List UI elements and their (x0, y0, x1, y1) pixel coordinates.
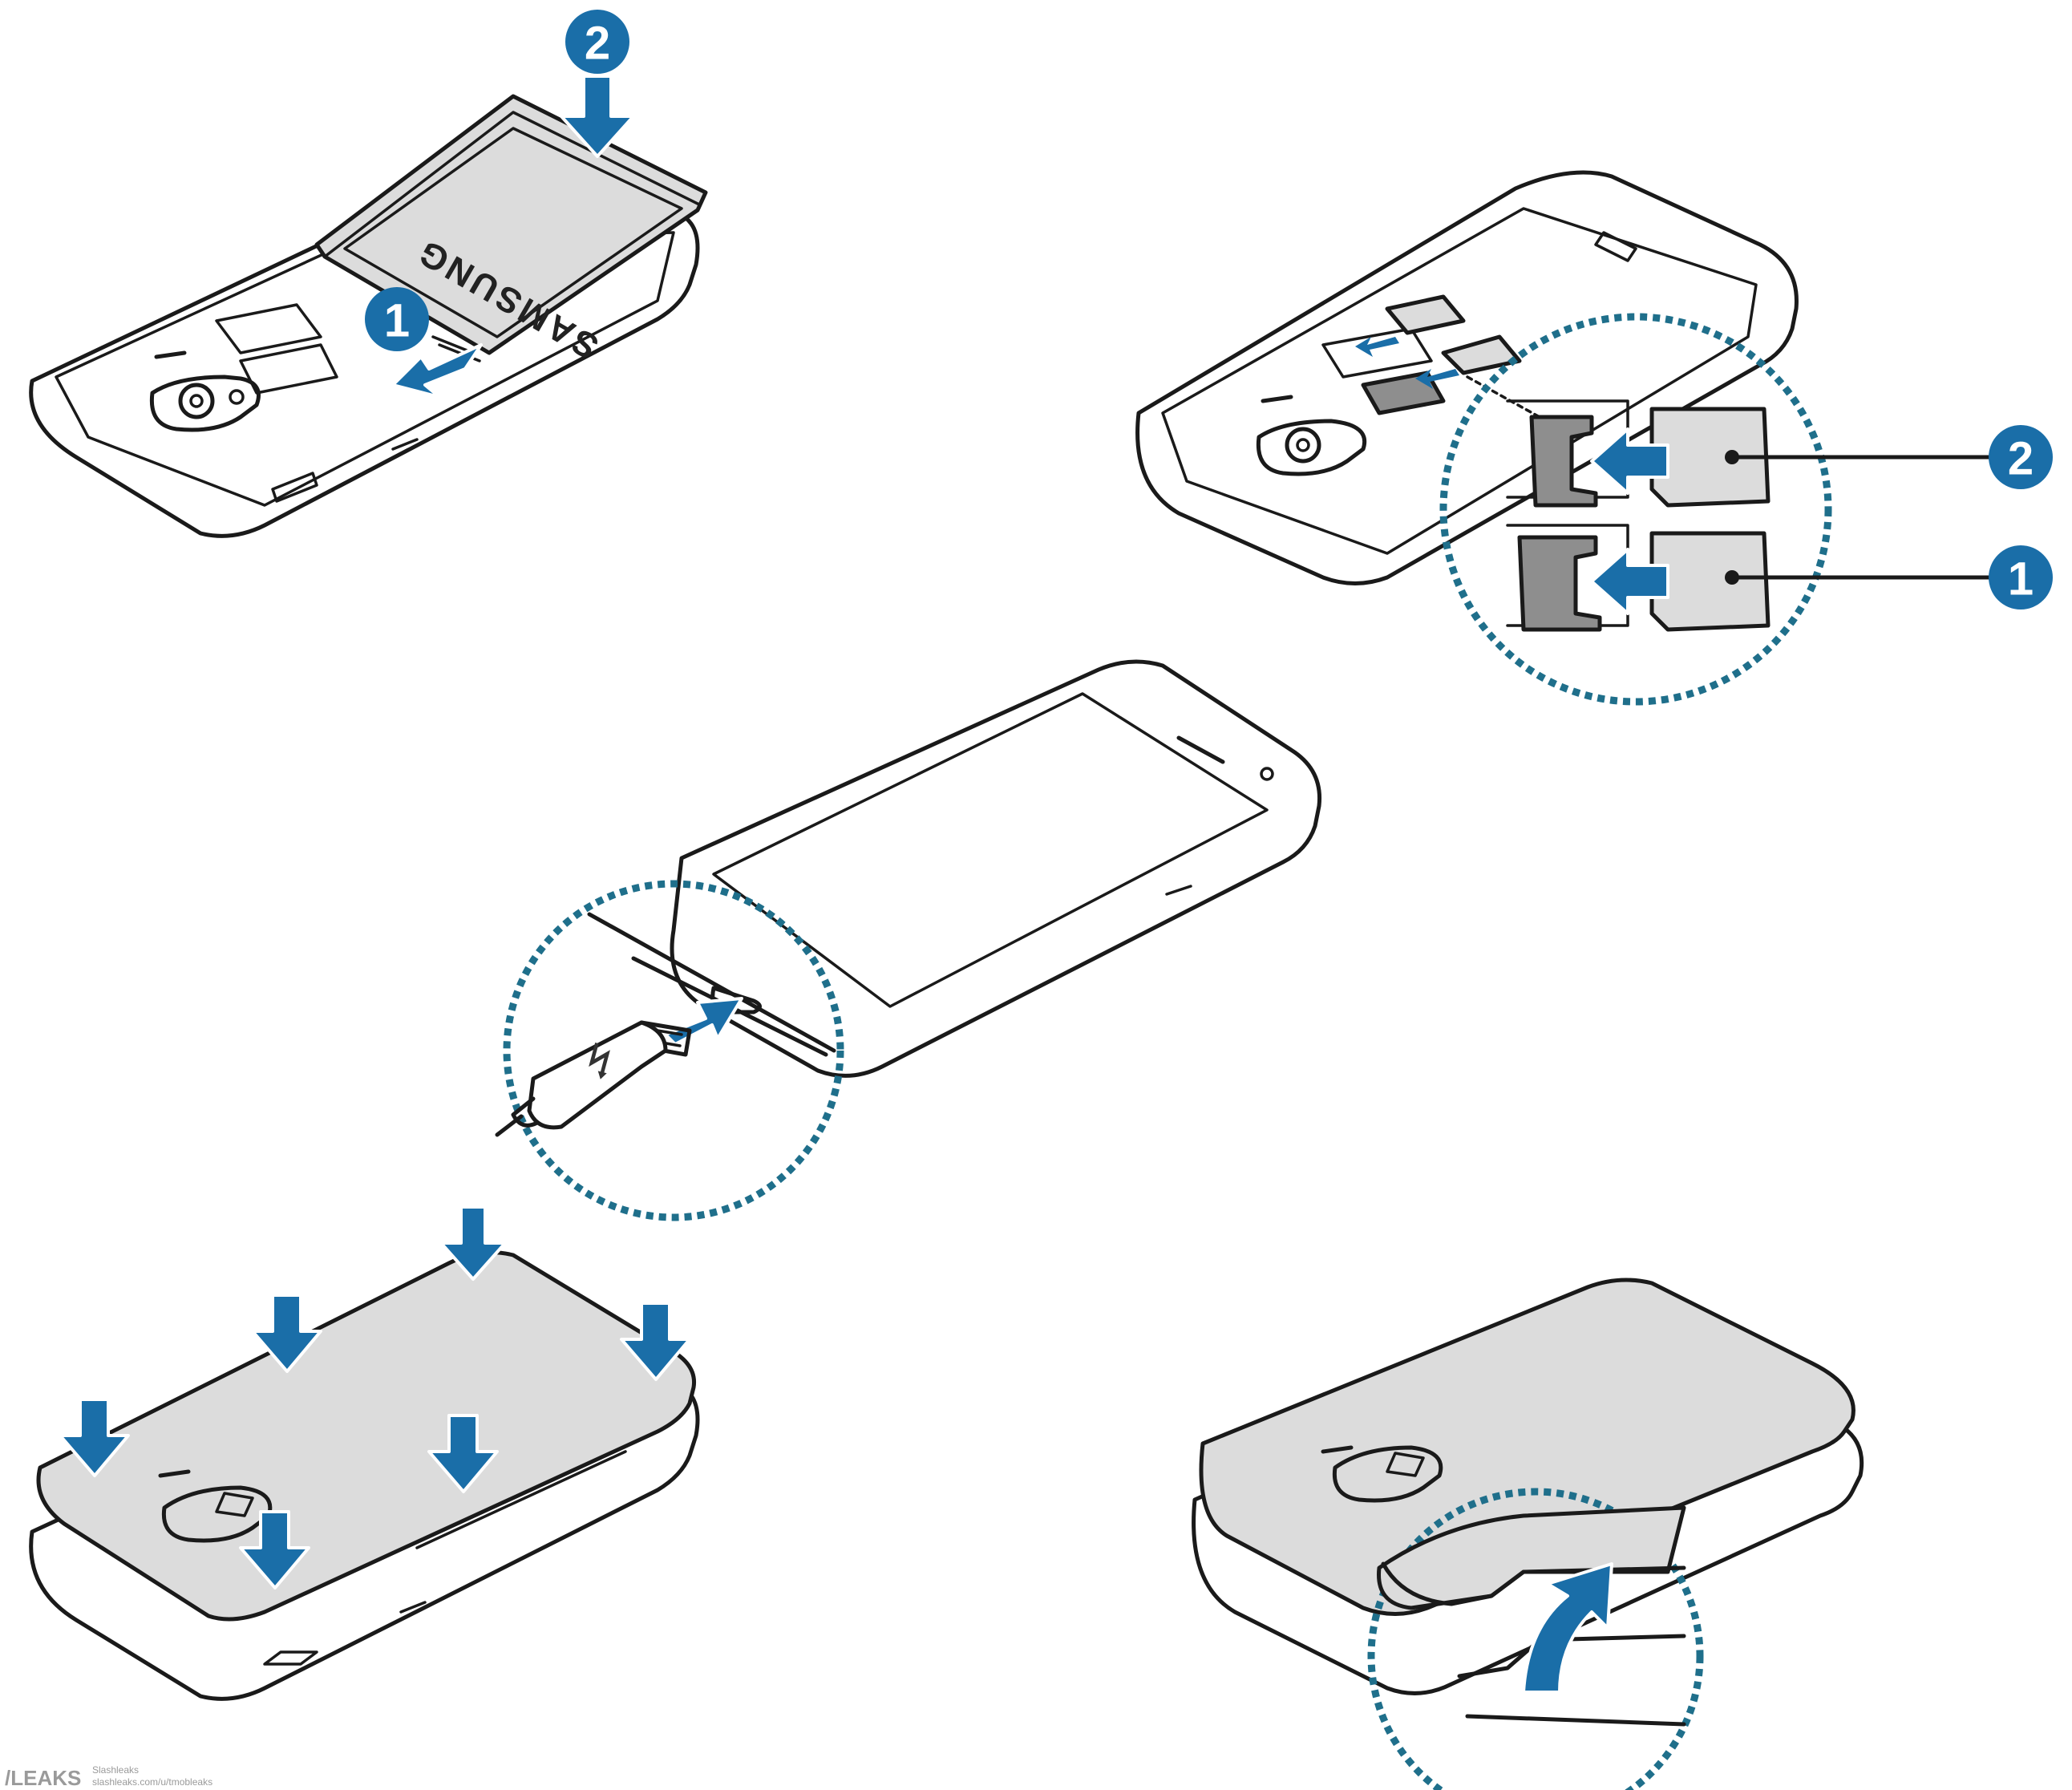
press-arrow-3 (620, 1302, 691, 1381)
lift-arrow (1522, 1562, 1613, 1694)
cover-remove-panel (1192, 1278, 1864, 1790)
watermark-line2: slashleaks.com/u/tmobleaks (92, 1776, 212, 1788)
sim-badge-2-label: 2 (2008, 433, 2034, 485)
arrow-down-2 (560, 75, 635, 158)
back-cover-lifted (1199, 1278, 1855, 1616)
usb-connector: ⭍ (495, 1020, 692, 1137)
step-badge-1 (365, 287, 429, 351)
camera-module (149, 375, 261, 432)
battery-insertion-panel: SAMSUNG 2 1 (29, 10, 708, 538)
phone-front (670, 659, 1322, 1078)
front-camera (1260, 767, 1274, 781)
arrow-slide-1 (391, 343, 483, 399)
sim-badge-2 (1989, 425, 2053, 489)
camera-module-sim (1256, 419, 1366, 476)
step-badge-2-label: 2 (585, 18, 610, 70)
phone-screen (712, 692, 1269, 1008)
press-arrow-1 (439, 1205, 507, 1281)
charging-panel: ⭍ (495, 659, 1322, 1221)
press-arrow-2 (251, 1294, 322, 1373)
press-arrow-5 (427, 1414, 499, 1493)
cover-camera-cutout-remove (1332, 1445, 1443, 1503)
sim-insertion-panel: 2 1 (1135, 170, 2053, 706)
sim-zoom-callout (1439, 313, 1832, 706)
sim-card-1 (1649, 531, 1771, 632)
watermark-line1: Slashleaks (92, 1764, 139, 1776)
phone-earpiece (1176, 735, 1225, 764)
sim-badge-1-label: 1 (2008, 553, 2034, 605)
step-badge-1-label: 1 (384, 295, 410, 347)
sim-badge-1 (1989, 545, 2053, 609)
charge-arrow (664, 997, 743, 1046)
back-cover (36, 1250, 697, 1622)
watermark-brand: /LEAKS (5, 1766, 81, 1790)
usb-port (710, 986, 762, 1014)
sim-arrow-2 (1590, 427, 1669, 495)
lift-zoom-callout (1367, 1488, 1704, 1790)
step-badge-2 (565, 10, 629, 74)
press-arrow-4 (59, 1398, 130, 1477)
sim-arrow-1 (1590, 548, 1669, 615)
watermark: /LEAKS Slashleaks slashleaks.com/u/tmobl… (5, 1764, 212, 1790)
cover-attach-panel (29, 1205, 700, 1701)
port-zoom-callout (503, 880, 844, 1221)
press-arrow-6 (239, 1510, 310, 1590)
